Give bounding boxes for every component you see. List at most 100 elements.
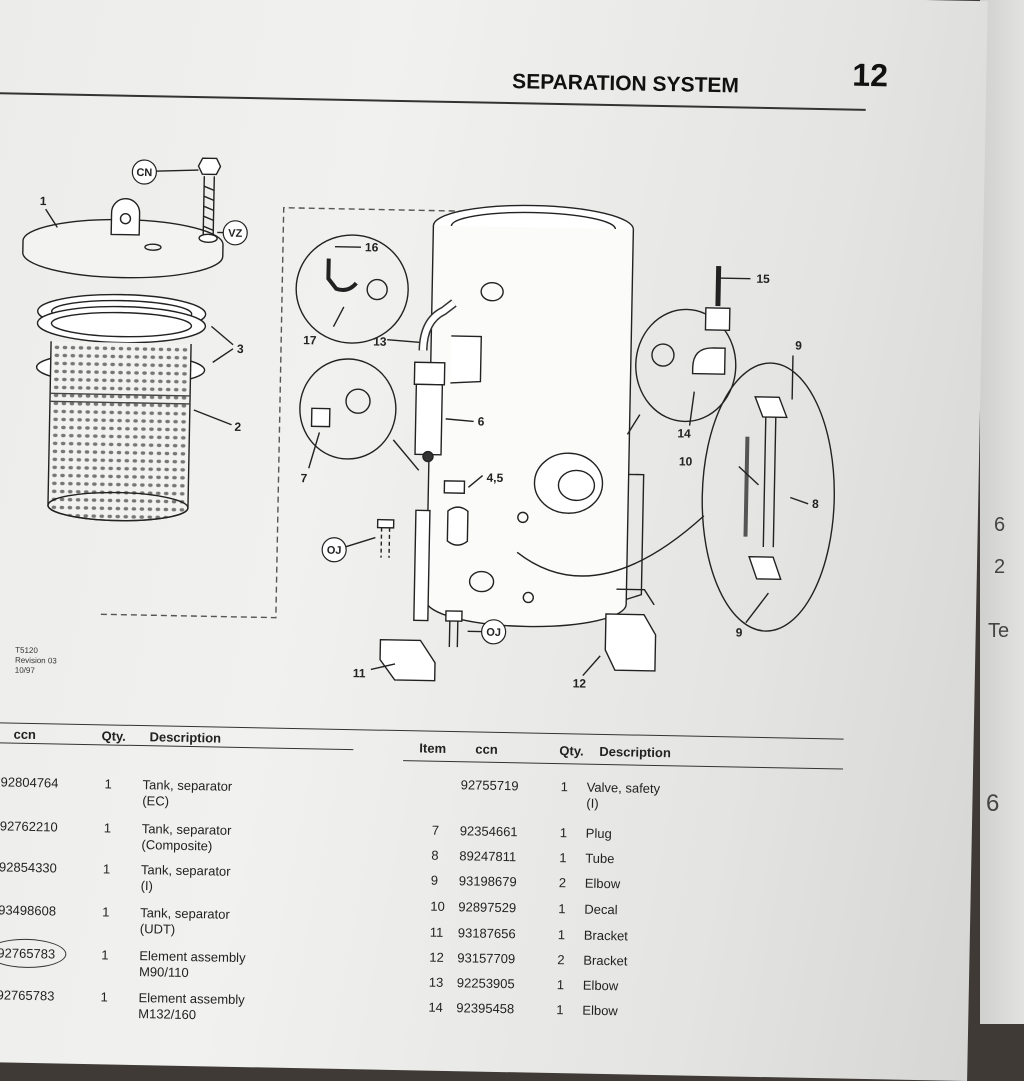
- filter-element: [47, 341, 192, 522]
- adjacent-page-edge: 6 2 Te 6: [980, 0, 1024, 1024]
- table-row-qty: 1: [101, 947, 109, 963]
- description-line: (I): [586, 795, 599, 811]
- table-row-ccn: 92897529: [458, 899, 517, 916]
- table-row-qty: 1: [103, 820, 112, 836]
- table-row-ccn: 92854330: [0, 859, 57, 876]
- table-row-ccn: 92804764: [0, 774, 59, 791]
- description-line: Bracket: [583, 927, 629, 944]
- description-line: Tank, separator: [140, 862, 231, 879]
- table-row-description: Tank, separator(I): [141, 862, 231, 896]
- table-row-qty: 1: [556, 977, 565, 993]
- description-line: Decal: [584, 901, 618, 918]
- table-row-qty: 2: [558, 875, 567, 891]
- col-header-description: Description: [149, 729, 222, 746]
- table-row-description: Tube: [585, 851, 614, 868]
- callout: 13: [373, 334, 387, 348]
- description-line: Elbow: [584, 875, 621, 892]
- table-row-ccn: 93187656: [457, 925, 516, 942]
- table-row-ccn: 89247811: [459, 848, 517, 865]
- table-row-qty: 1: [558, 901, 566, 917]
- table-row-qty: 1: [559, 850, 567, 866]
- revision-note: T5120 Revision 03 10/97: [15, 646, 57, 677]
- table-row-qty: 1: [557, 927, 566, 943]
- table-row-item: 14: [428, 999, 444, 1015]
- table-row-description: Tank, separator(EC): [142, 777, 232, 811]
- table-row-ccn: 92395458: [456, 1000, 515, 1017]
- callout: 2: [234, 420, 241, 434]
- table-row-description: Plug: [586, 826, 612, 842]
- description-line: Tank, separator: [142, 777, 233, 794]
- callout: 9: [795, 339, 802, 353]
- table-row-description: Valve, safety(I): [586, 780, 660, 813]
- table-row-item: 8: [431, 847, 439, 863]
- description-line: Bracket: [583, 952, 628, 969]
- table-row-item: 11: [429, 924, 444, 940]
- callout: 15: [756, 272, 770, 286]
- lid-bolt: [197, 157, 222, 243]
- col-header-description: Description: [599, 743, 671, 761]
- table-row-description: Decal: [584, 902, 618, 919]
- exploded-parts-diagram: CN VZ OJ OJ 1 2 3 4,5 6 7 8 9 9 10 11 12…: [22, 157, 835, 691]
- callout: 8: [812, 497, 819, 511]
- callout-circle-label: CN: [136, 167, 152, 179]
- description-line: (UDT): [139, 921, 176, 937]
- table-row-item: 12: [429, 949, 444, 965]
- table-row-qty: 1: [104, 776, 113, 792]
- table-row-qty: 1: [102, 861, 111, 877]
- table-row-qty: 1: [559, 825, 568, 841]
- col-header-item: Item: [419, 740, 447, 756]
- description-line: Tube: [585, 850, 615, 867]
- table-row-description: Elbow: [583, 978, 619, 995]
- col-header-qty: Qty.: [559, 743, 584, 759]
- table-row-item: 9: [430, 872, 439, 888]
- table-row-item: 7: [431, 822, 440, 838]
- callout: 7: [300, 471, 307, 485]
- table-row-description: Bracket: [583, 953, 627, 970]
- col-header-qty: Qty.: [101, 728, 127, 744]
- callout-circle-label: OJ: [327, 545, 342, 557]
- next-page-fragment: 6: [994, 514, 1006, 536]
- table-row-ccn: 93498608: [0, 902, 57, 919]
- description-line: (I): [140, 878, 154, 894]
- description-line: M90/110: [138, 964, 189, 981]
- callout: 11: [353, 666, 366, 680]
- tank-lid: [22, 198, 224, 279]
- table-row-ccn: 92762210: [0, 818, 58, 835]
- callout: 10: [679, 454, 693, 468]
- description-line: Valve, safety: [586, 779, 661, 797]
- table-row-ccn: 92765783: [0, 938, 67, 969]
- table-row-ccn: 92354661: [459, 823, 518, 840]
- callout: 6: [478, 414, 485, 428]
- table-row-item: 10: [430, 898, 445, 914]
- table-row-description: Bracket: [584, 928, 628, 945]
- callout: 16: [365, 240, 379, 254]
- table-row-ccn: 93198679: [458, 873, 517, 890]
- table-row-qty: 1: [556, 1002, 564, 1018]
- table-row-description: Elbow: [582, 1003, 618, 1020]
- description-line: (Composite): [141, 837, 213, 854]
- description-line: Elbow: [582, 977, 619, 994]
- table-row-qty: 1: [102, 904, 110, 920]
- table-row-item: 13: [428, 974, 444, 990]
- table-row-qty: 1: [100, 989, 108, 1005]
- callout-circle-label: VZ: [228, 228, 243, 240]
- description-line: Plug: [585, 825, 612, 842]
- callout-circle-label: OJ: [486, 627, 501, 639]
- manual-page: SEPARATION SYSTEM 12: [0, 0, 988, 1081]
- callout: 12: [573, 676, 587, 690]
- table-row-description: Tank, separator(Composite): [141, 821, 231, 855]
- safety-valve: [413, 361, 446, 463]
- table-row-qty: 2: [557, 952, 565, 968]
- description-line: (EC): [142, 793, 170, 809]
- description-line: M132/160: [138, 1006, 197, 1023]
- callout: 14: [677, 426, 691, 440]
- description-line: Tank, separator: [141, 821, 232, 838]
- table-row-ccn: 92765783: [0, 987, 55, 1004]
- next-page-fragment: 2: [994, 556, 1006, 578]
- table-top-rule: [0, 721, 844, 740]
- table-row-description: Tank, separator(UDT): [140, 905, 230, 939]
- table-row-ccn: 93157709: [457, 950, 516, 967]
- callout: 4,5: [486, 471, 503, 485]
